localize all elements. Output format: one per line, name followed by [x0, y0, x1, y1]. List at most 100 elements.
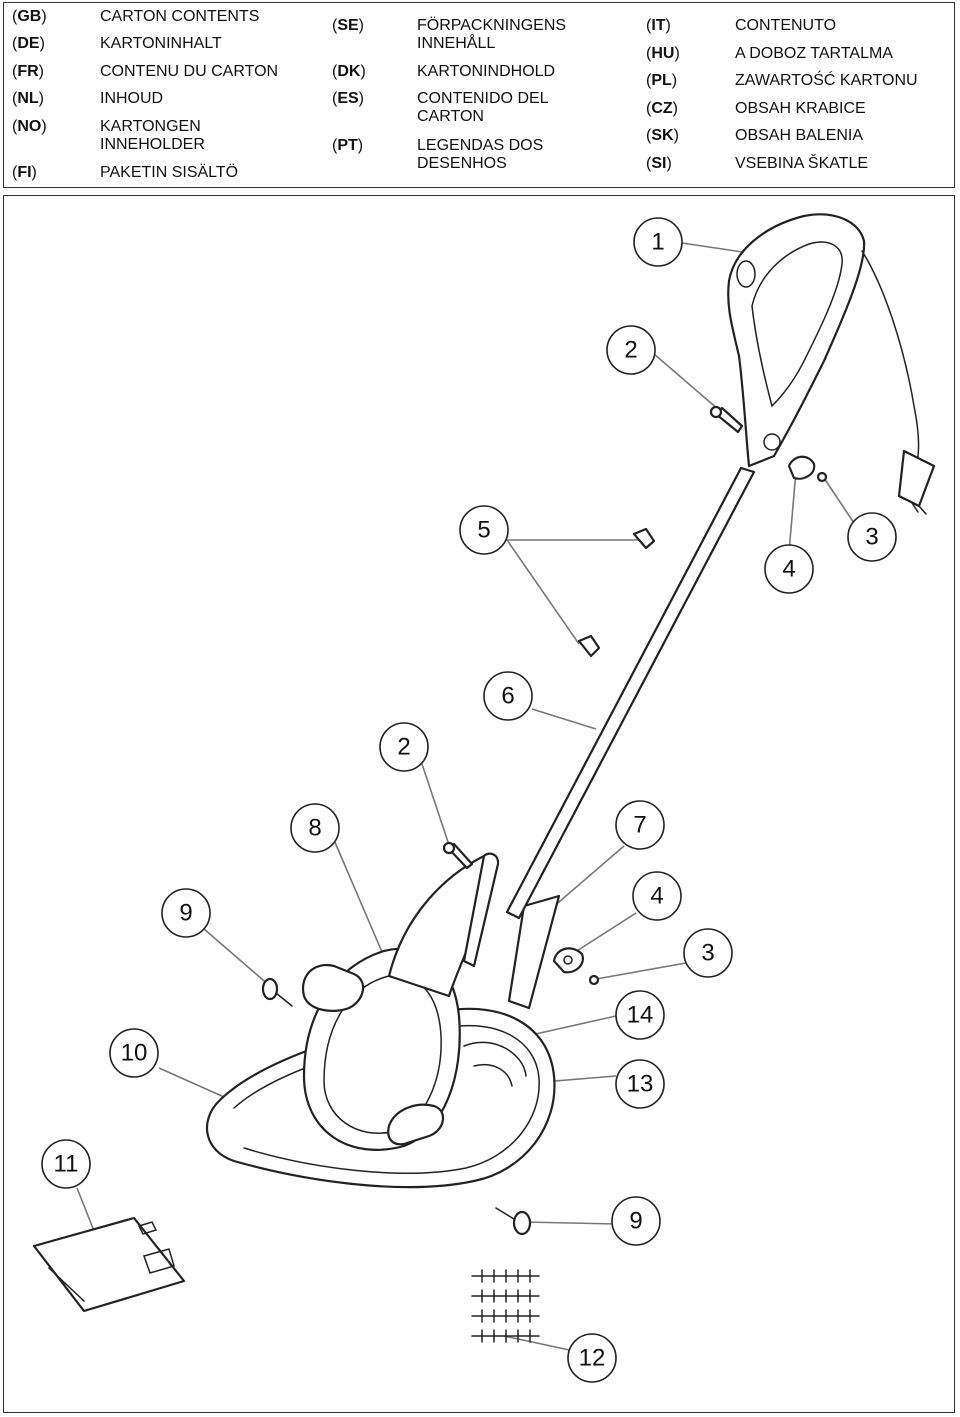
wheel-bolt-right — [495, 1207, 532, 1236]
leader-6 — [531, 708, 597, 730]
lang-text-de: KARTONINHALT — [100, 35, 222, 52]
leader-9a — [203, 928, 271, 987]
leader-11 — [76, 1187, 97, 1237]
lang-code-hu: (HU) — [646, 45, 680, 62]
callout-7: 7 — [615, 800, 665, 850]
svg-text:2: 2 — [397, 734, 410, 761]
lawn-pegs — [471, 1269, 540, 1343]
callout-2-upper: 2 — [606, 325, 656, 375]
instruction-manual — [32, 1216, 186, 1313]
lang-text-cz: OBSAH KRABICE — [735, 100, 866, 117]
svg-text:9: 9 — [629, 1208, 642, 1235]
leader-2a — [653, 353, 727, 417]
rear-grip — [387, 1103, 445, 1146]
lang-code-it: (IT) — [646, 17, 671, 34]
svg-text:6: 6 — [501, 683, 514, 710]
svg-text:11: 11 — [54, 1151, 79, 1178]
main-handle — [727, 213, 866, 468]
lang-code-de: (DE) — [12, 35, 45, 52]
leader-lines — [76, 242, 855, 1352]
callout-12: 12 — [567, 1333, 617, 1383]
lang-text-gb: CARTON CONTENTS — [100, 8, 260, 25]
leader-5b — [506, 539, 580, 645]
carton-contents-legend: (GB) CARTON CONTENTS (DE) KARTONINHALT (… — [3, 2, 955, 188]
leader-4a — [788, 470, 797, 553]
lang-code-es: (ES) — [332, 90, 364, 107]
lang-code-pl: (PL) — [646, 72, 678, 89]
callout-4-upper: 4 — [764, 544, 814, 594]
callout-6: 6 — [483, 671, 533, 721]
leader-3b — [595, 962, 687, 980]
wheel-bolt-left — [261, 977, 293, 1007]
lang-code-nl: (NL) — [12, 90, 44, 107]
lang-text-pl: ZAWARTOŚĆ KARTONU — [735, 72, 918, 89]
lang-code-pt: (PT) — [332, 137, 364, 154]
svg-text:4: 4 — [782, 556, 795, 583]
svg-text:4: 4 — [650, 883, 663, 910]
lang-code-dk: (DK) — [332, 63, 366, 80]
knob-upper — [787, 455, 816, 480]
lang-text-pt: LEGENDAS DOS DESENHOS — [417, 137, 544, 172]
callout-3-upper: 3 — [847, 512, 897, 562]
leader-3a — [823, 477, 855, 524]
svg-text:3: 3 — [701, 940, 714, 967]
callout-5: 5 — [459, 505, 509, 555]
lang-text-hu: A DOBOZ TARTALMA — [735, 45, 893, 62]
svg-text:3: 3 — [865, 524, 878, 551]
callout-9-left: 9 — [161, 888, 211, 938]
callout-1: 1 — [633, 217, 683, 267]
lang-text-nl: INHOUD — [100, 90, 164, 107]
screw-lower — [442, 841, 474, 870]
cable-clip-upper — [632, 527, 656, 550]
lang-text-sk: OBSAH BALENIA — [735, 127, 864, 144]
leader-4b — [571, 912, 637, 955]
lang-text-fi: PAKETIN SISÄLTÖ — [100, 164, 239, 181]
leader-12 — [503, 1335, 575, 1352]
leader-9b — [523, 1221, 617, 1225]
nut-lower — [588, 974, 600, 986]
svg-text:14: 14 — [627, 1002, 654, 1029]
svg-text:1: 1 — [651, 229, 664, 256]
callout-10: 10 — [109, 1028, 159, 1078]
cable-clip-lower — [577, 634, 601, 658]
screw-upper — [709, 405, 744, 434]
parts-drawing: 1 2 3 4 5 6 2 8 7 9 4 3 14 10 13 11 9 12 — [32, 213, 936, 1383]
callout-13: 13 — [615, 1059, 665, 1109]
leader-7 — [551, 845, 625, 909]
nut-upper — [816, 471, 828, 483]
svg-text:10: 10 — [121, 1040, 148, 1067]
callout-11: 11 — [41, 1139, 91, 1189]
handle-shaft — [505, 466, 756, 920]
lang-text-it: CONTENUTO — [735, 17, 837, 34]
callout-3-lower: 3 — [683, 928, 733, 978]
lang-code-sk: (SK) — [646, 127, 679, 144]
svg-text:9: 9 — [179, 900, 192, 927]
svg-text:2: 2 — [624, 337, 637, 364]
power-cable — [861, 250, 936, 515]
lang-code-fi: (FI) — [12, 164, 37, 181]
callout-8: 8 — [290, 803, 340, 853]
callout-14: 14 — [615, 990, 665, 1040]
lang-code-si: (SI) — [646, 155, 672, 172]
lang-code-cz: (CZ) — [646, 100, 678, 117]
svg-text:8: 8 — [308, 815, 321, 842]
exploded-parts-diagram: 1 2 3 4 5 6 2 8 7 9 4 3 14 10 13 11 9 12 — [3, 195, 955, 1413]
lang-text-fr: CONTENU DU CARTON — [100, 63, 279, 80]
lang-text-dk: KARTONINDHOLD — [417, 63, 556, 80]
callout-4-lower: 4 — [632, 871, 682, 921]
motor-housing — [301, 852, 500, 1151]
leader-2b — [421, 763, 451, 849]
lang-text-se: FÖRPACKNINGENS INNEHÅLL — [417, 17, 567, 52]
lang-text-es: CONTENIDO DEL CARTON — [417, 90, 549, 125]
callout-2-lower: 2 — [379, 722, 429, 772]
svg-text:12: 12 — [579, 1345, 606, 1372]
lower-handle-clip — [507, 894, 561, 1010]
svg-text:13: 13 — [627, 1071, 654, 1098]
knob-lower — [552, 947, 584, 974]
lang-code-gb: (GB) — [12, 8, 47, 25]
lang-text-si: VSEBINA ŠKATLE — [735, 155, 869, 172]
svg-text:5: 5 — [477, 517, 490, 544]
lang-text-no: KARTONGEN INNEHOLDER — [100, 118, 205, 153]
lang-code-no: (NO) — [12, 118, 47, 135]
callout-9-right: 9 — [611, 1196, 661, 1246]
